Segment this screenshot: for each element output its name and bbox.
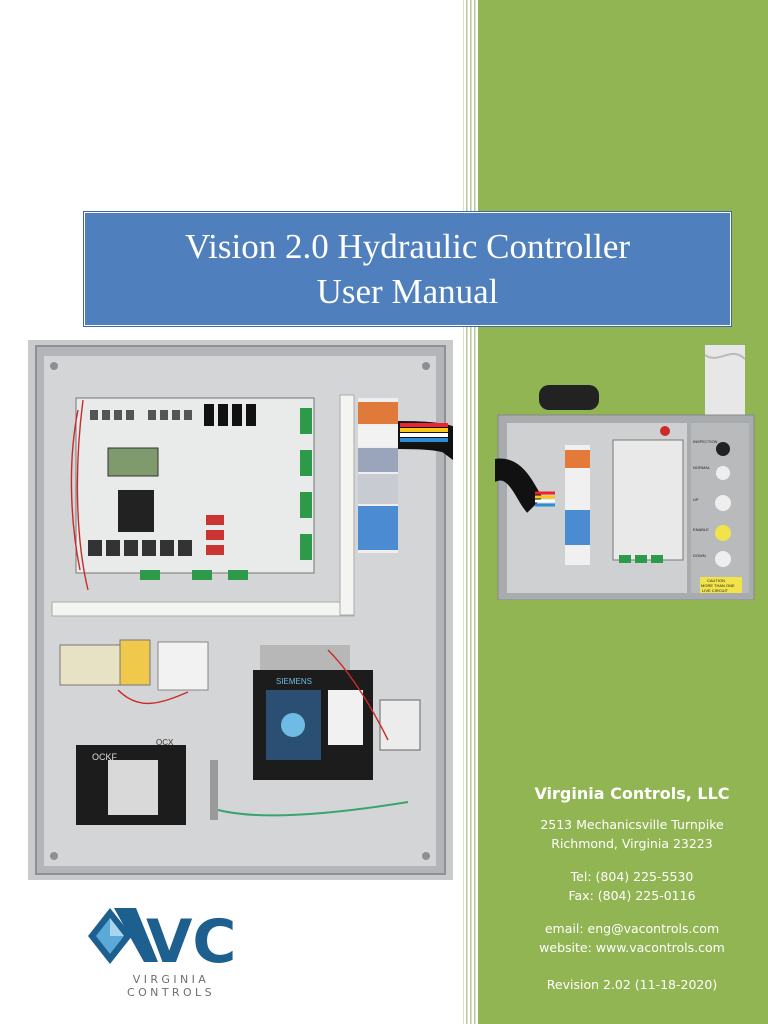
fax: Fax: (804) 225-0116 — [568, 888, 696, 903]
logo-letters: VC — [146, 907, 236, 977]
revision: Revision 2.02 (11-18-2020) — [546, 977, 718, 992]
title-line-1: Vision 2.0 Hydraulic Controller — [184, 226, 631, 266]
inspection-cabinet-photo: INSPECTION NORMAL UP ENABLE DOWN CAUTION… — [495, 345, 755, 600]
caution-line-3: LIVE CIRCUIT — [702, 588, 729, 593]
telephone: Tel: (804) 225-5530 — [570, 869, 694, 884]
enable-label: ENABLE — [693, 527, 709, 532]
up-label: UP — [693, 497, 699, 502]
ocx-label: OCX — [156, 738, 174, 747]
company-name: Virginia Controls, LLC — [534, 784, 730, 803]
caution-line-2: MORE THAN ONE — [701, 583, 735, 588]
address-city: Richmond, Virginia 23223 — [551, 836, 713, 851]
normal-label: NORMAL — [693, 465, 711, 470]
down-label: DOWN — [693, 553, 706, 558]
decorative-stripe — [463, 0, 478, 1024]
vc-logo: VC — [88, 907, 236, 977]
title-line-2: User Manual — [316, 272, 499, 311]
website: website: www.vacontrols.com — [539, 940, 725, 955]
caution-label: CAUTION — [707, 578, 725, 583]
transformer-label: OCKF — [92, 752, 118, 762]
logo-tagline: VIRGINIA CONTROLS — [127, 973, 215, 999]
inspection-label: INSPECTION — [693, 439, 718, 444]
email: email: eng@vacontrols.com — [544, 921, 720, 936]
drive-brand-label: SIEMENS — [276, 677, 312, 686]
title-banner: Vision 2.0 Hydraulic Controller User Man… — [84, 212, 731, 326]
controller-cabinet-photo: SIEMENS OCKF OCX — [28, 340, 453, 880]
address-street: 2513 Mechanicsville Turnpike — [540, 817, 724, 832]
company-contact-block: Virginia Controls, LLC 2513 Mechanicsvil… — [500, 780, 764, 994]
